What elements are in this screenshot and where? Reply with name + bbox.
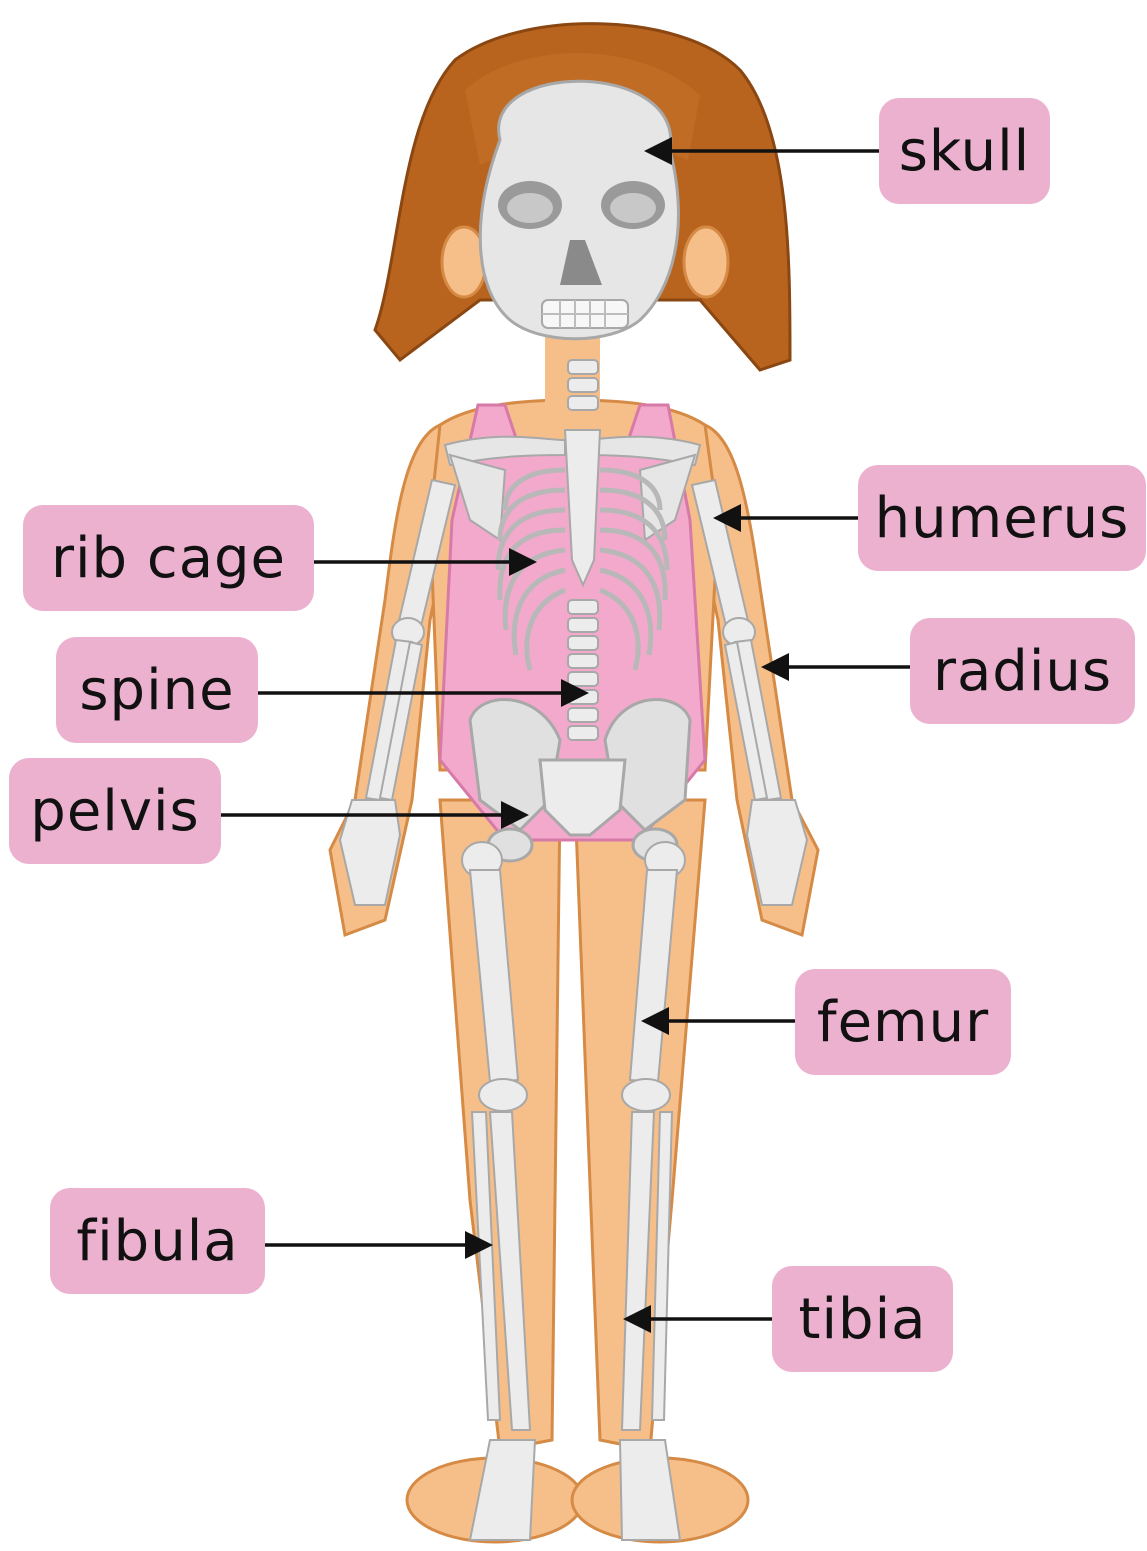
label-skull: skull [879, 98, 1050, 204]
skull [480, 81, 678, 339]
label-radius: radius [910, 618, 1135, 724]
label-femur: femur [795, 969, 1011, 1075]
label-spine: spine [56, 637, 258, 743]
label-pelvis: pelvis [9, 758, 221, 864]
label-tibia: tibia [772, 1266, 953, 1372]
label-rib-cage: rib cage [23, 505, 314, 611]
label-fibula: fibula [50, 1188, 265, 1294]
legs [407, 800, 748, 1542]
right-ear [684, 227, 728, 297]
label-humerus: humerus [858, 465, 1146, 571]
